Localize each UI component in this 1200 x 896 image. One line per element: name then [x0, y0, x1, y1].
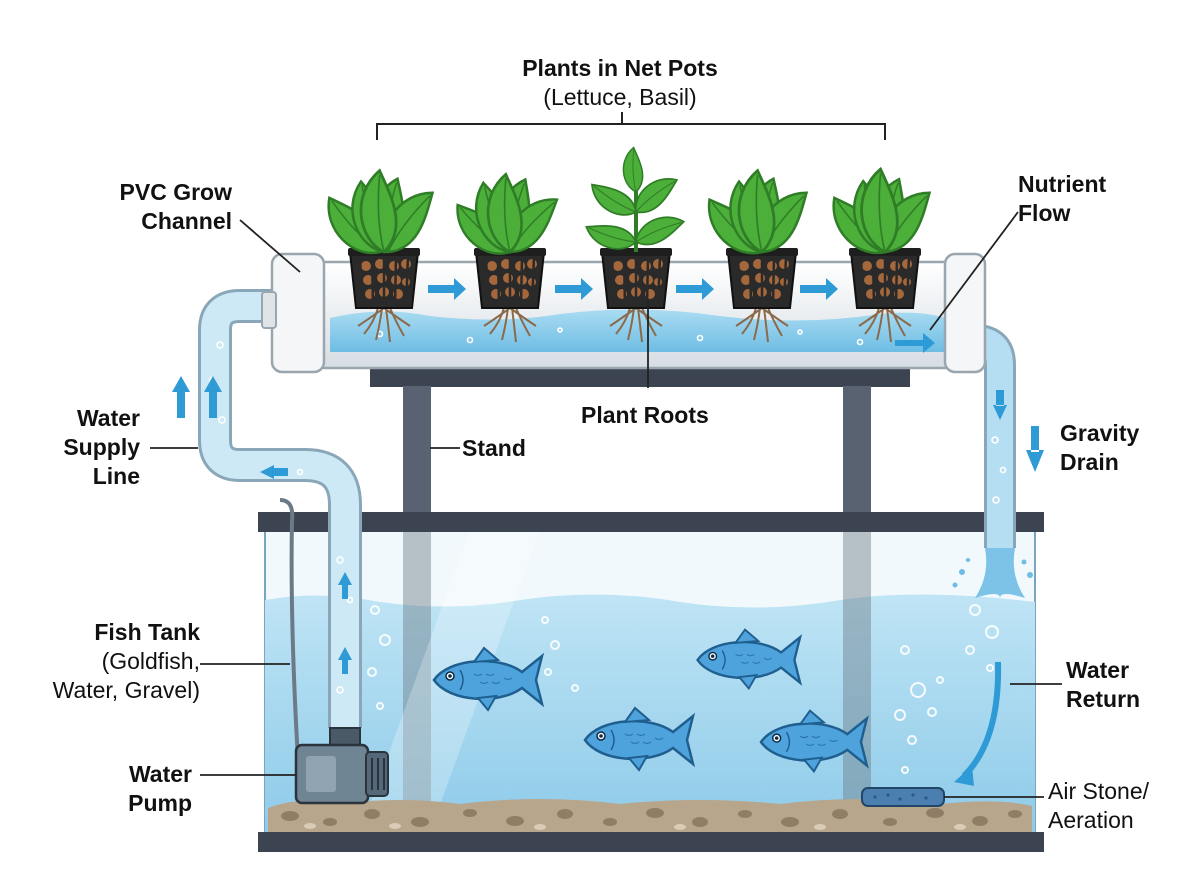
flow-arrow-icon — [993, 390, 1007, 420]
label-water-pump: Water Pump — [80, 760, 192, 818]
flow-arrow-icon — [260, 465, 352, 674]
label-gravity-drain: Gravity Drain — [1060, 419, 1170, 477]
label-stand: Stand — [462, 434, 562, 463]
label-nutrient-flow: Nutrient Flow — [1018, 170, 1148, 228]
water-supply-pipe — [198, 289, 362, 761]
water-return-arrow — [954, 661, 1002, 786]
gravity-line-1: Gravity — [1060, 420, 1140, 446]
nutrient-line-1: Nutrient — [1018, 171, 1107, 197]
gravel — [281, 808, 1022, 827]
plants-bracket — [376, 112, 886, 140]
plant-roots-text: Plant Roots — [581, 402, 709, 428]
pvc-line-1: PVC Grow — [119, 179, 232, 205]
flow-arrow-icon — [1026, 426, 1044, 472]
pvc-grow-channel — [261, 252, 987, 374]
tank-line-3: Water, Gravel) — [52, 677, 200, 703]
stand — [370, 365, 910, 514]
label-plant-roots: Plant Roots — [581, 401, 741, 430]
return-line-1: Water — [1066, 657, 1130, 683]
supply-line-1: Water — [76, 405, 140, 431]
plants-subtitle: (Lettuce, Basil) — [543, 84, 697, 110]
air-stone-icon — [861, 787, 945, 807]
tank-line-2: (Goldfish, — [101, 648, 200, 674]
gravity-line-2: Drain — [1060, 449, 1119, 475]
air-line-2: Aeration — [1048, 807, 1134, 833]
label-plants: Plants in Net Pots (Lettuce, Basil) — [470, 54, 770, 112]
pump-line-2: Pump — [128, 790, 192, 816]
plant-icon — [581, 146, 689, 343]
air-line-1: Air Stone/ — [1048, 778, 1149, 804]
supply-line-2: Supply — [63, 434, 140, 460]
plants-title: Plants in Net Pots — [522, 55, 718, 81]
supply-line-3: Line — [92, 463, 140, 489]
tank-line-1: Fish Tank — [94, 619, 200, 645]
return-line-2: Return — [1066, 686, 1141, 712]
pump-line-1: Water — [128, 761, 192, 787]
pump-icon — [294, 727, 389, 805]
pvc-line-2: Channel — [141, 208, 232, 234]
flow-arrow-icon — [172, 376, 222, 418]
label-water-supply-line: Water Supply Line — [30, 404, 140, 491]
label-fish-tank: Fish Tank (Goldfish, Water, Gravel) — [20, 618, 200, 705]
label-air-stone: Air Stone/ Aeration — [1048, 777, 1188, 835]
bubbles — [367, 604, 999, 774]
nutrient-line-2: Flow — [1018, 200, 1071, 226]
flow-arrow-icon — [428, 278, 935, 353]
leader-lines — [150, 211, 1062, 798]
stand-text: Stand — [462, 435, 526, 461]
label-pvc-channel: PVC Grow Channel — [80, 178, 232, 236]
label-water-return: Water Return — [1066, 656, 1176, 714]
